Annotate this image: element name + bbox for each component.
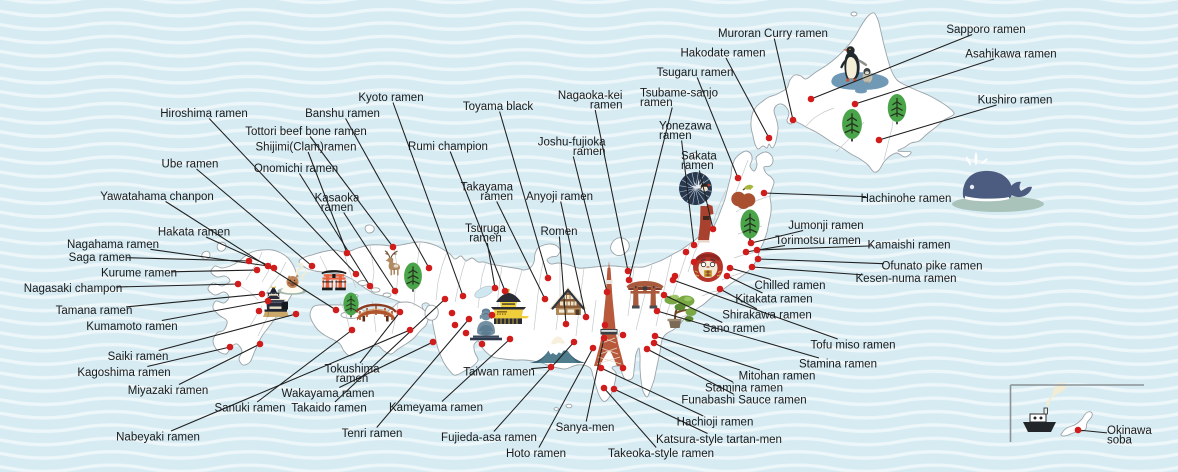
svg-text:Fujieda-asa ramen: Fujieda-asa ramen (441, 432, 537, 444)
svg-text:Tofu miso ramen: Tofu miso ramen (810, 339, 895, 351)
svg-text:Kameyama ramen: Kameyama ramen (389, 402, 483, 414)
svg-text:ramen: ramen (336, 373, 369, 385)
svg-text:Takayama: Takayama (461, 181, 514, 193)
svg-text:ramen: ramen (640, 97, 673, 109)
svg-text:Kesen-numa ramen: Kesen-numa ramen (856, 273, 957, 285)
svg-text:Yonezawa: Yonezawa (659, 120, 712, 132)
svg-text:Hakata ramen: Hakata ramen (158, 226, 230, 238)
svg-text:Tenri ramen: Tenri ramen (342, 428, 403, 440)
svg-text:Tokushima: Tokushima (325, 363, 381, 375)
svg-text:Nagaoka-kei: Nagaoka-kei (558, 90, 623, 102)
svg-text:Funabashi Sauce ramen: Funabashi Sauce ramen (681, 394, 806, 406)
svg-text:Kushiro ramen: Kushiro ramen (978, 94, 1053, 106)
svg-text:Ofunato pike ramen: Ofunato pike ramen (881, 260, 982, 272)
svg-text:Nagahama ramen: Nagahama ramen (67, 239, 159, 251)
svg-text:Takeoka-style ramen: Takeoka-style ramen (608, 448, 714, 460)
svg-text:Sano ramen: Sano ramen (703, 323, 766, 335)
svg-text:Anyoji ramen: Anyoji ramen (526, 191, 593, 203)
svg-text:Romen: Romen (540, 226, 577, 238)
svg-text:Hoto ramen: Hoto ramen (506, 448, 566, 460)
svg-text:Kitakata ramen: Kitakata ramen (735, 293, 812, 305)
svg-text:Stamina ramen: Stamina ramen (799, 358, 877, 370)
svg-text:Tsubame-sanjo: Tsubame-sanjo (640, 87, 718, 99)
svg-text:Muroran Curry ramen: Muroran Curry ramen (718, 28, 828, 40)
svg-text:ramen: ramen (681, 160, 714, 172)
svg-text:Hachinohe ramen: Hachinohe ramen (861, 193, 952, 205)
svg-text:ramen: ramen (590, 99, 623, 111)
svg-text:Sanuki ramen: Sanuki ramen (215, 402, 286, 414)
svg-text:Kyoto ramen: Kyoto ramen (358, 92, 423, 104)
svg-text:Kurume ramen: Kurume ramen (101, 267, 177, 279)
svg-text:Sakata: Sakata (681, 150, 717, 162)
svg-text:Okinawa: Okinawa (1107, 425, 1152, 437)
svg-text:Chilled ramen: Chilled ramen (755, 280, 826, 292)
svg-text:Shijimi(Clam)ramen: Shijimi(Clam)ramen (256, 141, 357, 153)
svg-text:ramen: ramen (480, 191, 513, 203)
svg-text:Toyama black: Toyama black (463, 101, 534, 113)
svg-text:Yawatahama chanpon: Yawatahama chanpon (100, 191, 214, 203)
svg-text:Torimotsu ramen: Torimotsu ramen (775, 235, 861, 247)
svg-text:Nabeyaki ramen: Nabeyaki ramen (116, 431, 200, 443)
svg-text:Saga ramen: Saga ramen (69, 252, 132, 264)
svg-text:ramen: ramen (469, 232, 502, 244)
svg-text:Wakayama ramen: Wakayama ramen (282, 388, 375, 400)
svg-text:ramen: ramen (321, 202, 354, 214)
svg-text:Sapporo ramen: Sapporo ramen (946, 24, 1025, 36)
svg-text:Ube ramen: Ube ramen (162, 158, 219, 170)
svg-text:ramen: ramen (573, 146, 606, 158)
svg-text:Kumamoto ramen: Kumamoto ramen (86, 321, 177, 333)
svg-text:Stamina ramen: Stamina ramen (705, 382, 783, 394)
svg-text:Tsuruga: Tsuruga (465, 223, 507, 235)
svg-text:Hiroshima ramen: Hiroshima ramen (160, 108, 248, 120)
svg-text:Nagasaki champon: Nagasaki champon (24, 283, 122, 295)
svg-text:Tsugaru ramen: Tsugaru ramen (657, 67, 734, 79)
svg-text:Hachioji ramen: Hachioji ramen (677, 416, 754, 428)
svg-text:Kagoshima ramen: Kagoshima ramen (77, 367, 170, 379)
svg-text:Katsura-style tartan-men: Katsura-style tartan-men (656, 434, 782, 446)
svg-text:Saiki ramen: Saiki ramen (108, 351, 169, 363)
svg-text:Banshu ramen: Banshu ramen (305, 108, 380, 120)
svg-text:Onomichi ramen: Onomichi ramen (254, 163, 338, 175)
svg-text:Mitohan ramen: Mitohan ramen (739, 370, 816, 382)
svg-text:Tottori beef bone ramen: Tottori beef bone ramen (245, 126, 366, 138)
svg-text:Kasaoka: Kasaoka (315, 192, 360, 204)
svg-text:Hakodate ramen: Hakodate ramen (680, 47, 765, 59)
svg-text:Jumonji ramen: Jumonji ramen (788, 220, 863, 232)
svg-text:Tamana ramen: Tamana ramen (56, 305, 133, 317)
svg-text:ramen: ramen (659, 130, 692, 142)
svg-text:Rumi champion: Rumi champion (408, 141, 488, 153)
svg-text:soba: soba (1107, 434, 1133, 446)
svg-text:Asahikawa ramen: Asahikawa ramen (965, 48, 1056, 60)
svg-text:Kamaishi ramen: Kamaishi ramen (867, 239, 950, 251)
svg-text:Taiwan ramen: Taiwan ramen (463, 366, 535, 378)
svg-text:Takaido ramen: Takaido ramen (291, 402, 366, 414)
svg-text:Shirakawa ramen: Shirakawa ramen (722, 309, 811, 321)
svg-text:Joshu-fujioka: Joshu-fujioka (538, 136, 606, 148)
svg-text:Miyazaki ramen: Miyazaki ramen (128, 385, 209, 397)
svg-text:Sanya-men: Sanya-men (556, 422, 615, 434)
